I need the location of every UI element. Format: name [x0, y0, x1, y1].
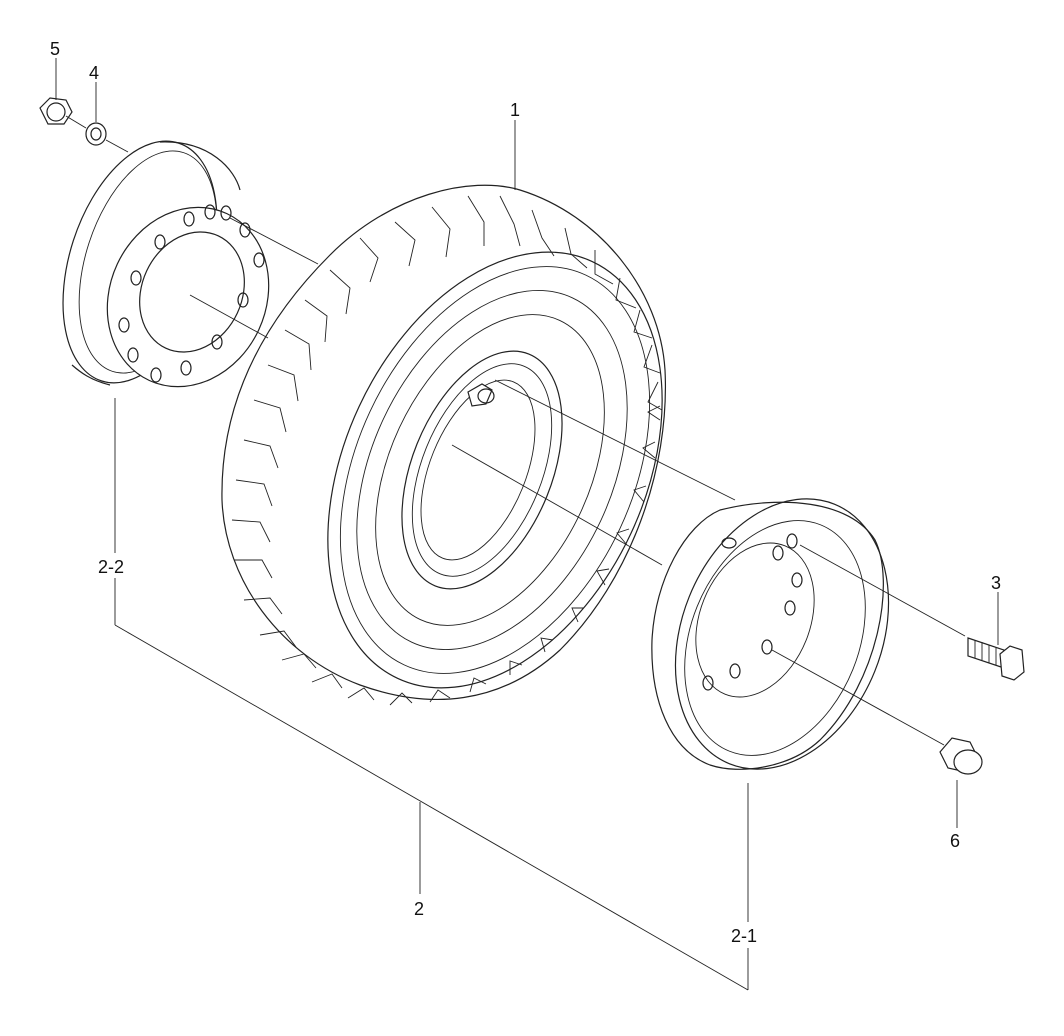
callout-1: 1 — [510, 100, 520, 120]
rim-outer-bolt-holes — [118, 204, 265, 383]
nut-part — [39, 97, 73, 125]
callout-5: 5 — [50, 39, 60, 59]
callout-2-2: 2-2 — [98, 557, 124, 577]
lock-washer-part — [85, 122, 107, 146]
callout-6: 6 — [950, 831, 960, 851]
bolt-part — [967, 637, 1025, 681]
callout-3: 3 — [991, 573, 1001, 593]
callout-2-1: 2-1 — [731, 926, 757, 946]
rim-outer — [62, 140, 270, 388]
callout-2: 2 — [414, 899, 424, 919]
rim-inner — [651, 498, 890, 770]
rim-inner-bolt-holes — [702, 533, 803, 691]
hub-nut-part — [939, 737, 983, 775]
tire — [221, 184, 667, 706]
leader-lines — [55, 58, 999, 991]
callout-4: 4 — [89, 63, 99, 83]
